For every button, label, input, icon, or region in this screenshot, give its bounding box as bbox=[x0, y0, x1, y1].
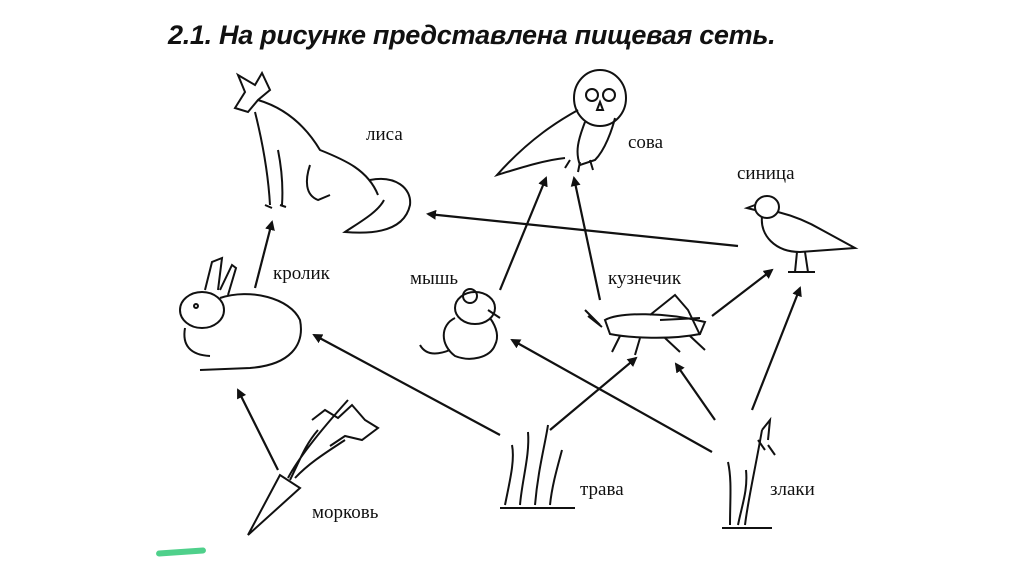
label-owl: сова bbox=[628, 132, 663, 154]
label-rabbit: кролик bbox=[273, 263, 330, 285]
label-carrot: морковь bbox=[312, 502, 378, 524]
label-fox: лиса bbox=[366, 124, 403, 146]
fox-drawing bbox=[235, 73, 410, 233]
arrow-carrot-rabbit bbox=[238, 390, 278, 470]
arrow-grasshopper-tit bbox=[712, 270, 772, 316]
grasshopper-drawing bbox=[585, 295, 705, 355]
arrow-mouse-owl bbox=[500, 178, 546, 290]
owl-drawing bbox=[497, 70, 626, 175]
grass-drawing bbox=[500, 425, 575, 508]
label-grass: трава bbox=[580, 479, 624, 501]
mouse-drawing bbox=[420, 289, 500, 359]
arrow-cereals-mouse bbox=[512, 340, 712, 452]
arrow-grass-rabbit bbox=[314, 335, 500, 435]
arrow-grasshopper-owl bbox=[574, 178, 600, 300]
label-tit: синица bbox=[737, 163, 795, 185]
label-mouse: мышь bbox=[410, 268, 458, 290]
label-cereals: злаки bbox=[770, 479, 815, 501]
food-web-arrows bbox=[238, 178, 800, 470]
tit-drawing bbox=[747, 196, 855, 272]
arrow-cereals-grasshopper bbox=[676, 364, 715, 420]
cereals-drawing bbox=[722, 420, 775, 528]
arrow-cereals-tit bbox=[752, 288, 800, 410]
label-grasshopper: кузнечик bbox=[608, 268, 681, 290]
arrow-rabbit-fox bbox=[255, 222, 272, 288]
